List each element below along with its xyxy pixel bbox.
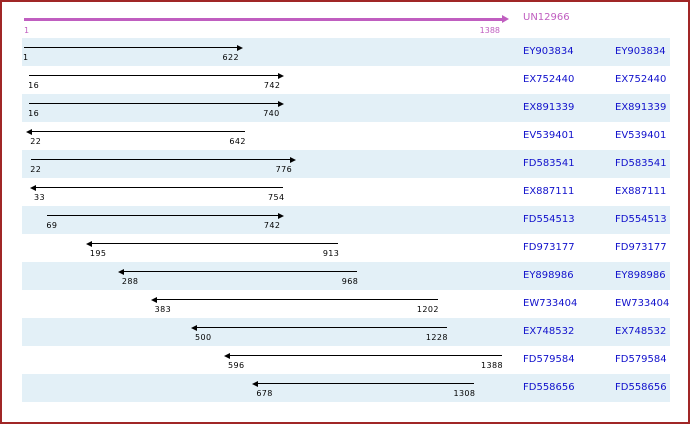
accession-id[interactable]: EX752440 xyxy=(523,74,575,85)
end-coordinate: 642 xyxy=(229,137,246,146)
accession-link[interactable]: FD558656 xyxy=(615,382,667,393)
query-arrowhead-icon xyxy=(502,15,509,23)
start-coordinate: 678 xyxy=(256,389,273,398)
alignment-bar[interactable] xyxy=(29,103,279,104)
accession-id[interactable]: FD583541 xyxy=(523,158,575,169)
alignment-bar[interactable] xyxy=(35,187,284,188)
arrowhead-left-icon xyxy=(224,353,231,359)
accession-link[interactable]: EV539401 xyxy=(615,130,667,141)
arrowhead-left-icon xyxy=(190,325,197,331)
arrowhead-left-icon xyxy=(85,241,92,247)
alignment-bar[interactable] xyxy=(229,355,502,356)
accession-link[interactable]: EX891339 xyxy=(615,102,667,113)
arrowhead-right-icon xyxy=(277,101,284,107)
arrowhead-right-icon xyxy=(290,157,297,163)
start-coordinate: 22 xyxy=(30,137,42,146)
alignment-bar[interactable] xyxy=(122,271,358,272)
accession-id[interactable]: EY898986 xyxy=(523,270,574,281)
query-name-label: UN12966 xyxy=(523,12,570,23)
arrowhead-right-icon xyxy=(278,73,285,79)
accession-link[interactable]: EX887111 xyxy=(615,186,667,197)
query-line xyxy=(24,18,502,21)
end-coordinate: 1308 xyxy=(453,389,476,398)
end-coordinate: 776 xyxy=(275,165,293,174)
arrowhead-left-icon xyxy=(150,297,157,303)
arrowhead-left-icon xyxy=(117,269,124,275)
end-coordinate: 913 xyxy=(322,249,340,258)
start-coordinate: 383 xyxy=(154,305,172,314)
arrowhead-right-icon xyxy=(278,213,285,219)
start-coordinate: 22 xyxy=(30,165,42,174)
end-coordinate: 1202 xyxy=(416,305,439,314)
end-coordinate: 742 xyxy=(263,81,281,90)
start-coordinate: 596 xyxy=(228,361,245,370)
arrowhead-left-icon xyxy=(30,185,37,191)
end-coordinate: 1388 xyxy=(481,361,503,370)
accession-link[interactable]: FD973177 xyxy=(615,242,667,253)
row-band xyxy=(22,206,670,234)
accession-id[interactable]: EX748532 xyxy=(523,326,575,337)
accession-id[interactable]: EW733404 xyxy=(523,298,578,309)
accession-id[interactable]: EX891339 xyxy=(523,102,575,113)
accession-link[interactable]: FD554513 xyxy=(615,214,667,225)
row-band xyxy=(22,150,670,178)
start-coordinate: 16 xyxy=(28,81,40,90)
arrowhead-left-icon xyxy=(252,381,259,387)
start-coordinate: 1 xyxy=(23,53,29,62)
row-band xyxy=(22,94,670,122)
query-end-coordinate: 1388 xyxy=(479,26,500,35)
start-coordinate: 288 xyxy=(121,277,139,286)
row-band xyxy=(22,318,670,346)
accession-link[interactable]: FD579584 xyxy=(615,354,667,365)
accession-id[interactable]: FD973177 xyxy=(523,242,575,253)
alignment-bar[interactable] xyxy=(31,131,245,132)
accession-link[interactable]: EY903834 xyxy=(615,46,666,57)
end-coordinate: 968 xyxy=(341,277,359,286)
alignment-bar[interactable] xyxy=(257,383,475,384)
end-coordinate: 1228 xyxy=(425,333,448,342)
alignment-bar[interactable] xyxy=(24,47,238,48)
end-coordinate: 740 xyxy=(263,109,280,118)
alignment-bar[interactable] xyxy=(155,299,438,300)
accession-id[interactable]: EV539401 xyxy=(523,130,575,141)
start-coordinate: 69 xyxy=(46,221,58,230)
row-band xyxy=(22,374,670,402)
row-band xyxy=(22,262,670,290)
accession-id[interactable]: FD554513 xyxy=(523,214,575,225)
arrowhead-right-icon xyxy=(237,45,243,51)
arrowhead-left-icon xyxy=(26,129,33,135)
accession-id[interactable]: EX887111 xyxy=(523,186,575,197)
accession-id[interactable]: FD558656 xyxy=(523,382,575,393)
accession-link[interactable]: EW733404 xyxy=(615,298,670,309)
start-coordinate: 195 xyxy=(89,249,107,258)
accession-link[interactable]: EY898986 xyxy=(615,270,666,281)
end-coordinate: 754 xyxy=(268,193,285,202)
start-coordinate: 500 xyxy=(194,333,212,342)
row-band xyxy=(22,38,670,66)
end-coordinate: 742 xyxy=(263,221,281,230)
alignment-bar[interactable] xyxy=(90,243,339,244)
accession-link[interactable]: EX748532 xyxy=(615,326,667,337)
alignment-bar[interactable] xyxy=(195,327,447,328)
alignment-bar[interactable] xyxy=(31,159,292,160)
alignment-bar[interactable] xyxy=(29,75,280,76)
accession-link[interactable]: EX752440 xyxy=(615,74,667,85)
alignment-bar[interactable] xyxy=(47,215,280,216)
accession-id[interactable]: FD579584 xyxy=(523,354,575,365)
accession-id[interactable]: EY903834 xyxy=(523,46,574,57)
end-coordinate: 622 xyxy=(222,53,239,62)
accession-link[interactable]: FD583541 xyxy=(615,158,667,169)
start-coordinate: 16 xyxy=(28,109,40,118)
start-coordinate: 33 xyxy=(34,193,45,202)
query-start-coordinate: 1 xyxy=(24,26,30,35)
